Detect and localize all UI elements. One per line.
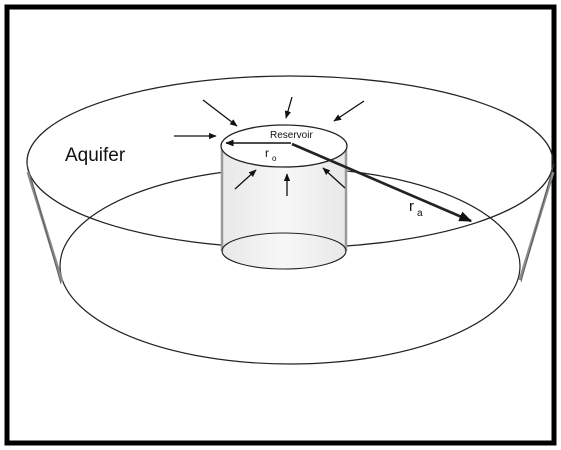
- reservoir-radius-subscript: o: [272, 154, 277, 163]
- reservoir: [220, 124, 348, 270]
- reservoir-bottom-ellipse: [221, 232, 347, 270]
- inflow-arrow-top: [284, 96, 293, 119]
- inflow-arrow-top-left: [202, 99, 238, 127]
- aquifer-radius-label: r a: [409, 198, 423, 219]
- aquifer-radius-symbol: r: [409, 198, 414, 215]
- inflow-arrow-bottom-left: [234, 169, 257, 190]
- aquifer-radius-subscript: a: [417, 208, 423, 219]
- aquifer-label: Aquifer: [65, 145, 126, 166]
- inflow-arrows: [174, 96, 365, 196]
- reservoir-wall: [222, 147, 346, 269]
- reservoir-radius-label: r o: [265, 146, 277, 163]
- reservoir-radius-symbol: r: [265, 146, 269, 160]
- inflow-arrow-bottom-right: [322, 167, 346, 189]
- reservoir-label: Reservoir: [270, 130, 313, 141]
- inflow-arrow-top-right: [333, 100, 365, 122]
- aquifer-radius-arrow: [291, 142, 473, 223]
- aquifer-left-wall-edge: [26, 163, 62, 285]
- reservoir-top-ellipse: [220, 124, 348, 168]
- image-frame: [4, 4, 557, 446]
- aquifer-right-wall-edge: [520, 163, 555, 283]
